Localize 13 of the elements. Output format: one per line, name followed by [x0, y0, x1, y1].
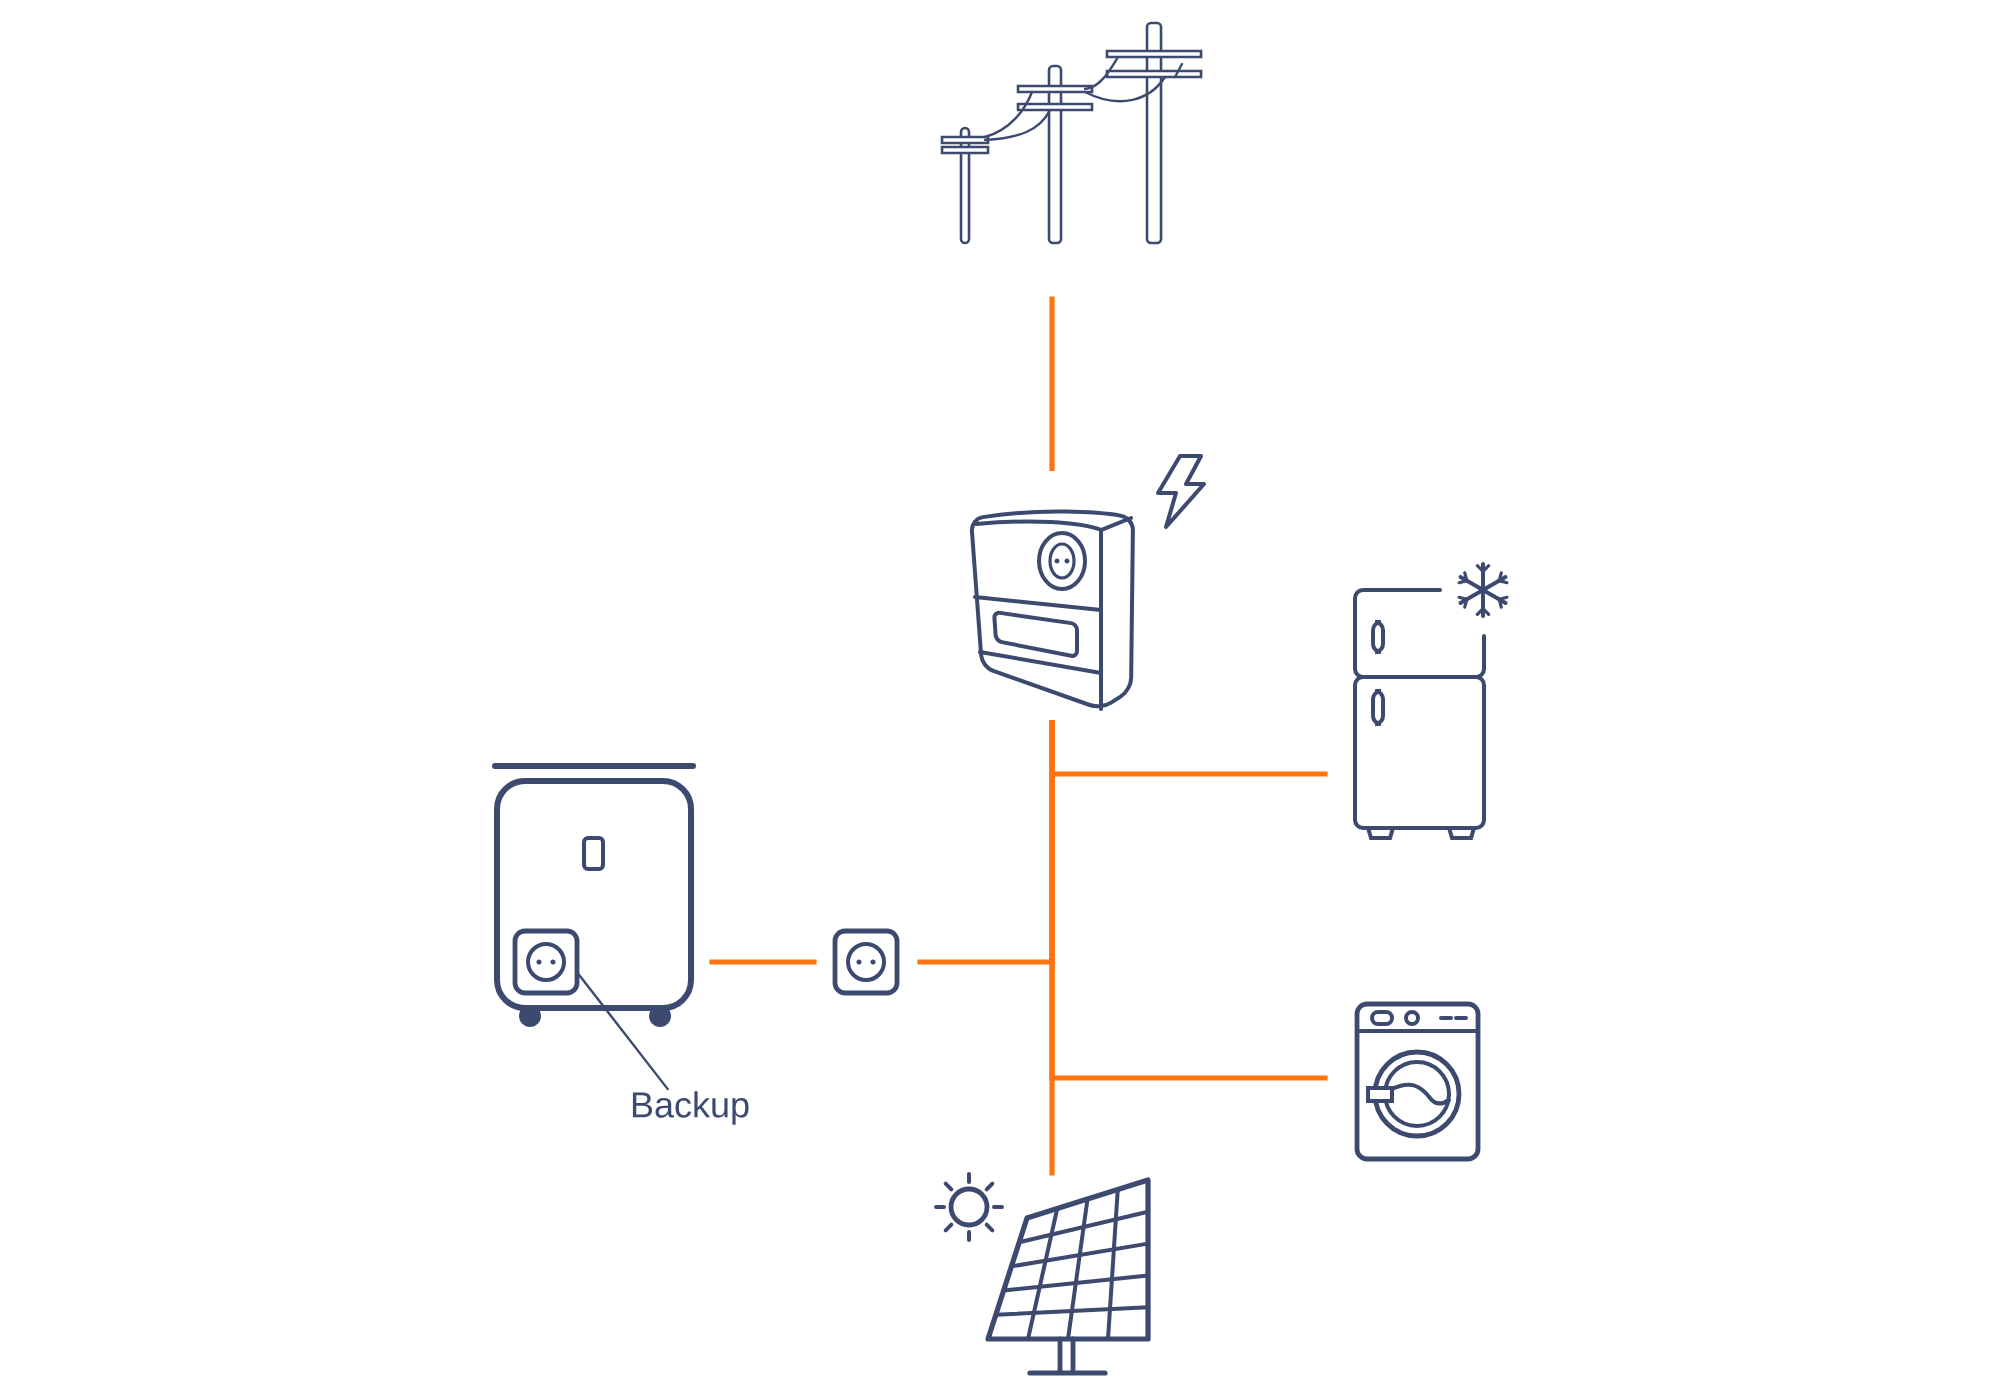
battery-drawing: [492, 763, 696, 1027]
leader-line: [577, 973, 670, 1091]
backup-label: Backup: [632, 1091, 749, 1125]
power-pole-drawing: [940, 21, 1203, 245]
socket-drawing: [832, 928, 900, 996]
connector-line: [709, 959, 817, 965]
connector-line: [1049, 296, 1055, 472]
meter-drawing: [969, 454, 1206, 711]
fridge-drawing: [1353, 562, 1509, 840]
socket-drawing: [512, 928, 580, 996]
connector-line: [1049, 719, 1055, 1176]
solar-panel-drawing: [934, 1172, 1151, 1376]
washing-machine-drawing: [1354, 1001, 1481, 1162]
